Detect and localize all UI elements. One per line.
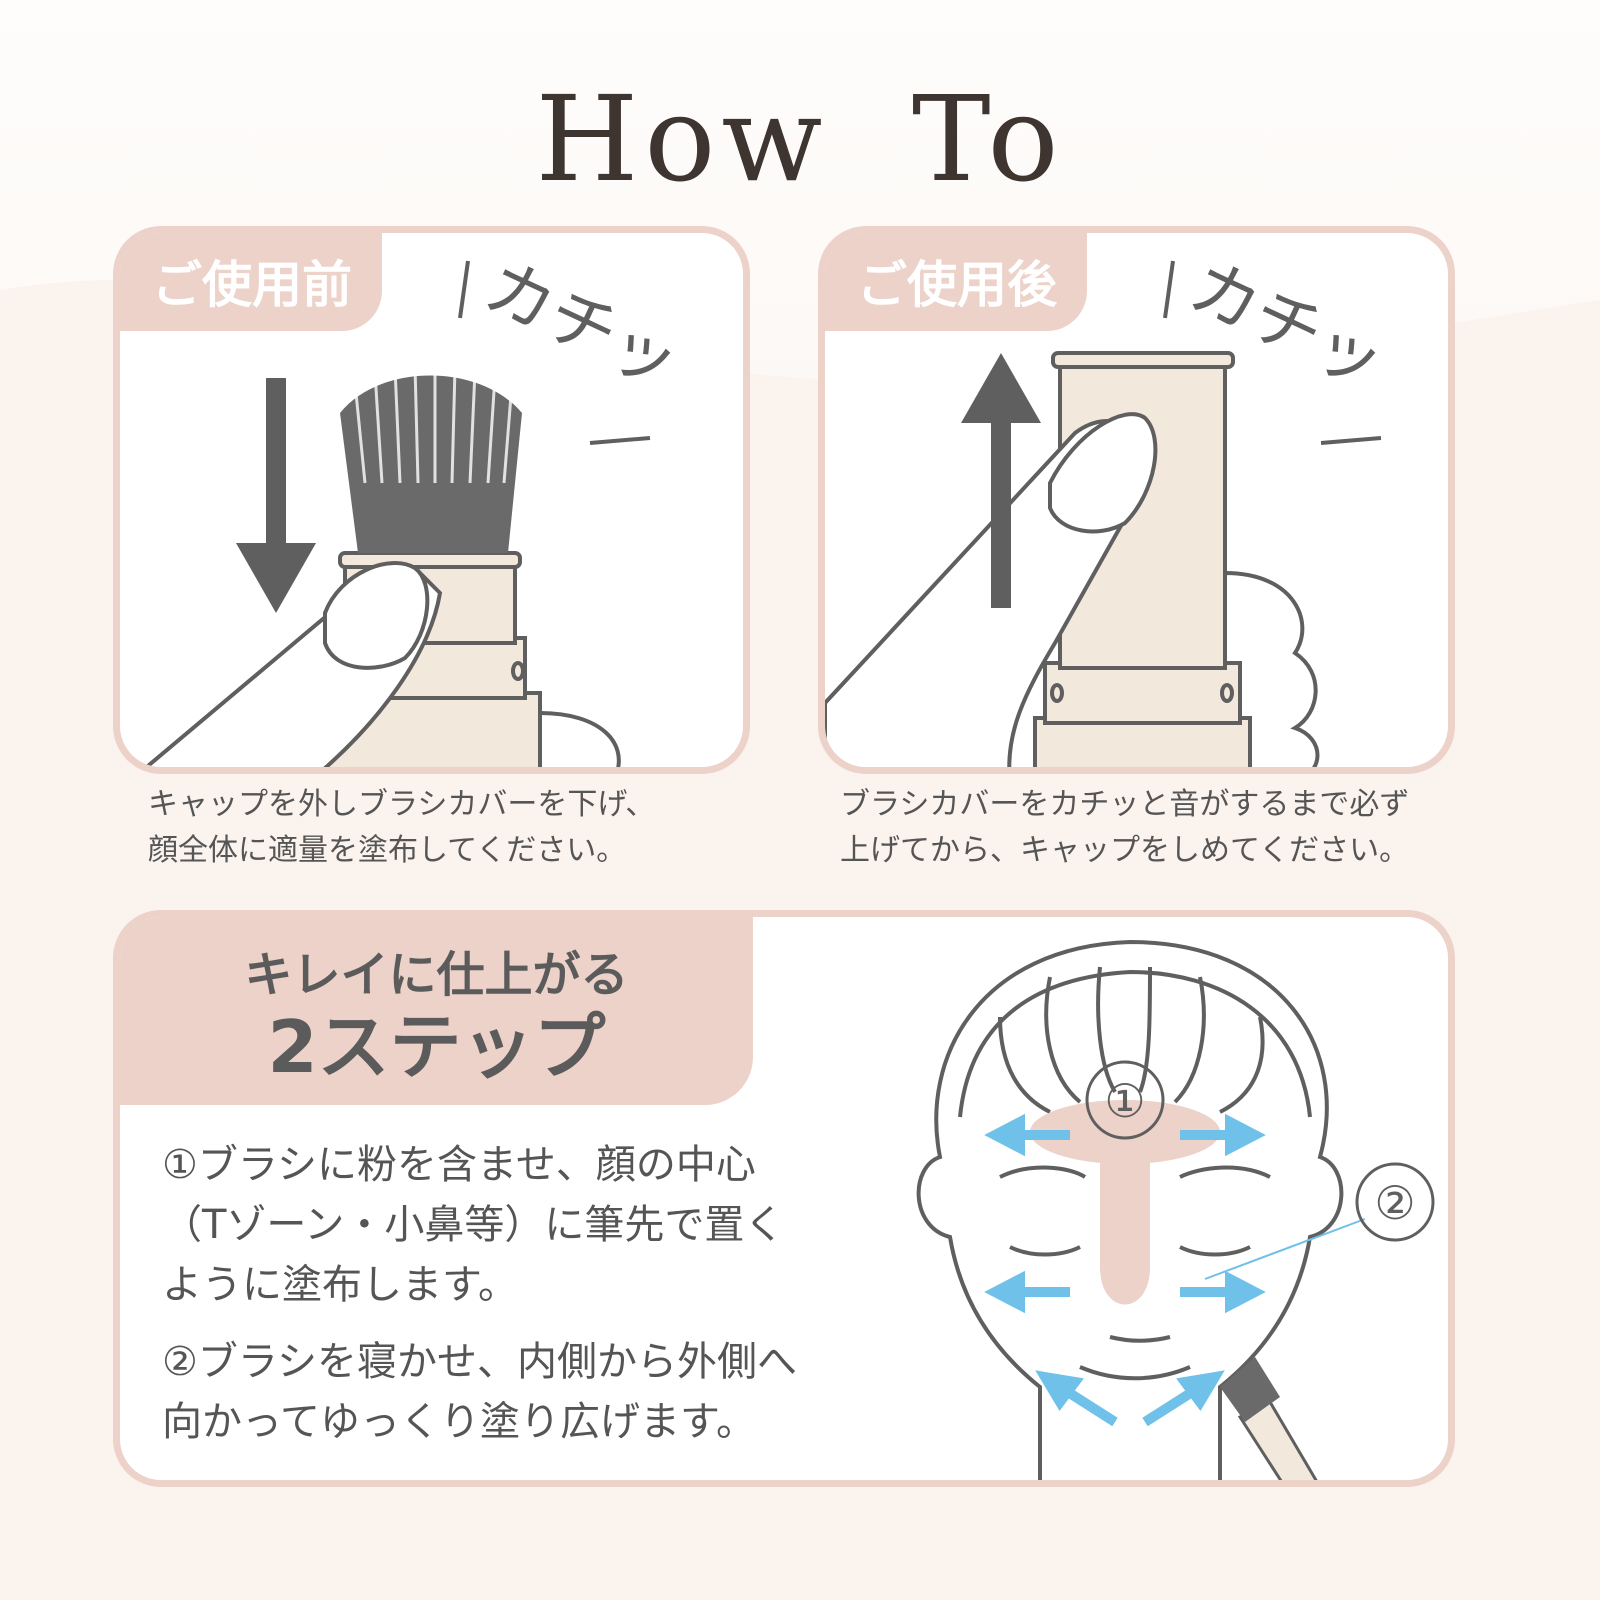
step-2-text: ②ブラシを寝かせ、内側から外側へ 向かってゆっくり塗り広げます。 bbox=[162, 1332, 882, 1452]
marker-1: ① bbox=[1104, 1074, 1145, 1128]
after-use-panel: カチッ ご使用後 bbox=[818, 226, 1455, 774]
steps-heading: キレイに仕上がる 2ステップ bbox=[120, 917, 753, 1105]
step-line: （Tゾーン・小鼻等）に筆先で置く bbox=[162, 1202, 785, 1248]
cover-raising-illustration: カチッ bbox=[825, 247, 1396, 767]
step-line: ②ブラシを寝かせ、内側から外側へ bbox=[162, 1339, 798, 1385]
marker-2: ② bbox=[1374, 1176, 1415, 1230]
step-line: ①ブラシに粉を含ませ、顔の中心 bbox=[162, 1142, 756, 1188]
caption-line: 上げてから、キャップをしめてください。 bbox=[840, 833, 1410, 868]
before-use-panel: カチッ ご使用前 bbox=[113, 226, 750, 774]
brush-lowering-illustration: カチッ bbox=[143, 247, 691, 767]
before-use-tab: ご使用前 bbox=[120, 233, 382, 331]
click-sound-text: カチッ bbox=[473, 247, 691, 405]
two-steps-panel: キレイに仕上がる 2ステップ ①ブラシに粉を含ませ、顔の中心 （Tゾーン・小鼻等… bbox=[113, 910, 1455, 1487]
page-title: How To bbox=[535, 70, 1065, 208]
step-1-text: ①ブラシに粉を含ませ、顔の中心 （Tゾーン・小鼻等）に筆先で置く ように塗布しま… bbox=[162, 1135, 882, 1315]
step-line: ように塗布します。 bbox=[162, 1262, 518, 1308]
arrow-up-icon bbox=[961, 353, 1041, 608]
step-line: 向かってゆっくり塗り広げます。 bbox=[162, 1399, 756, 1445]
caption-line: キャップを外しブラシカバーを下げ、 bbox=[148, 787, 656, 822]
after-use-tab: ご使用後 bbox=[825, 233, 1087, 331]
after-caption: ブラシカバーをカチッと音がするまで必ず 上げてから、キャップをしめてください。 bbox=[840, 782, 1409, 874]
caption-line: ブラシカバーをカチッと音がするまで必ず bbox=[840, 787, 1410, 822]
steps-heading-line1: キレイに仕上がる bbox=[244, 947, 629, 1003]
blend-direction-arrows-icon bbox=[984, 1113, 1266, 1427]
brush-icon bbox=[1220, 1357, 1318, 1480]
caption-line: 顔全体に適量を塗布してください。 bbox=[148, 833, 627, 868]
arrow-down-icon bbox=[236, 378, 316, 613]
steps-heading-line2: 2ステップ bbox=[267, 1005, 606, 1089]
face-application-illustration: ① ② bbox=[916, 939, 1435, 1480]
before-caption: キャップを外しブラシカバーを下げ、 顔全体に適量を塗布してください。 bbox=[148, 782, 655, 874]
